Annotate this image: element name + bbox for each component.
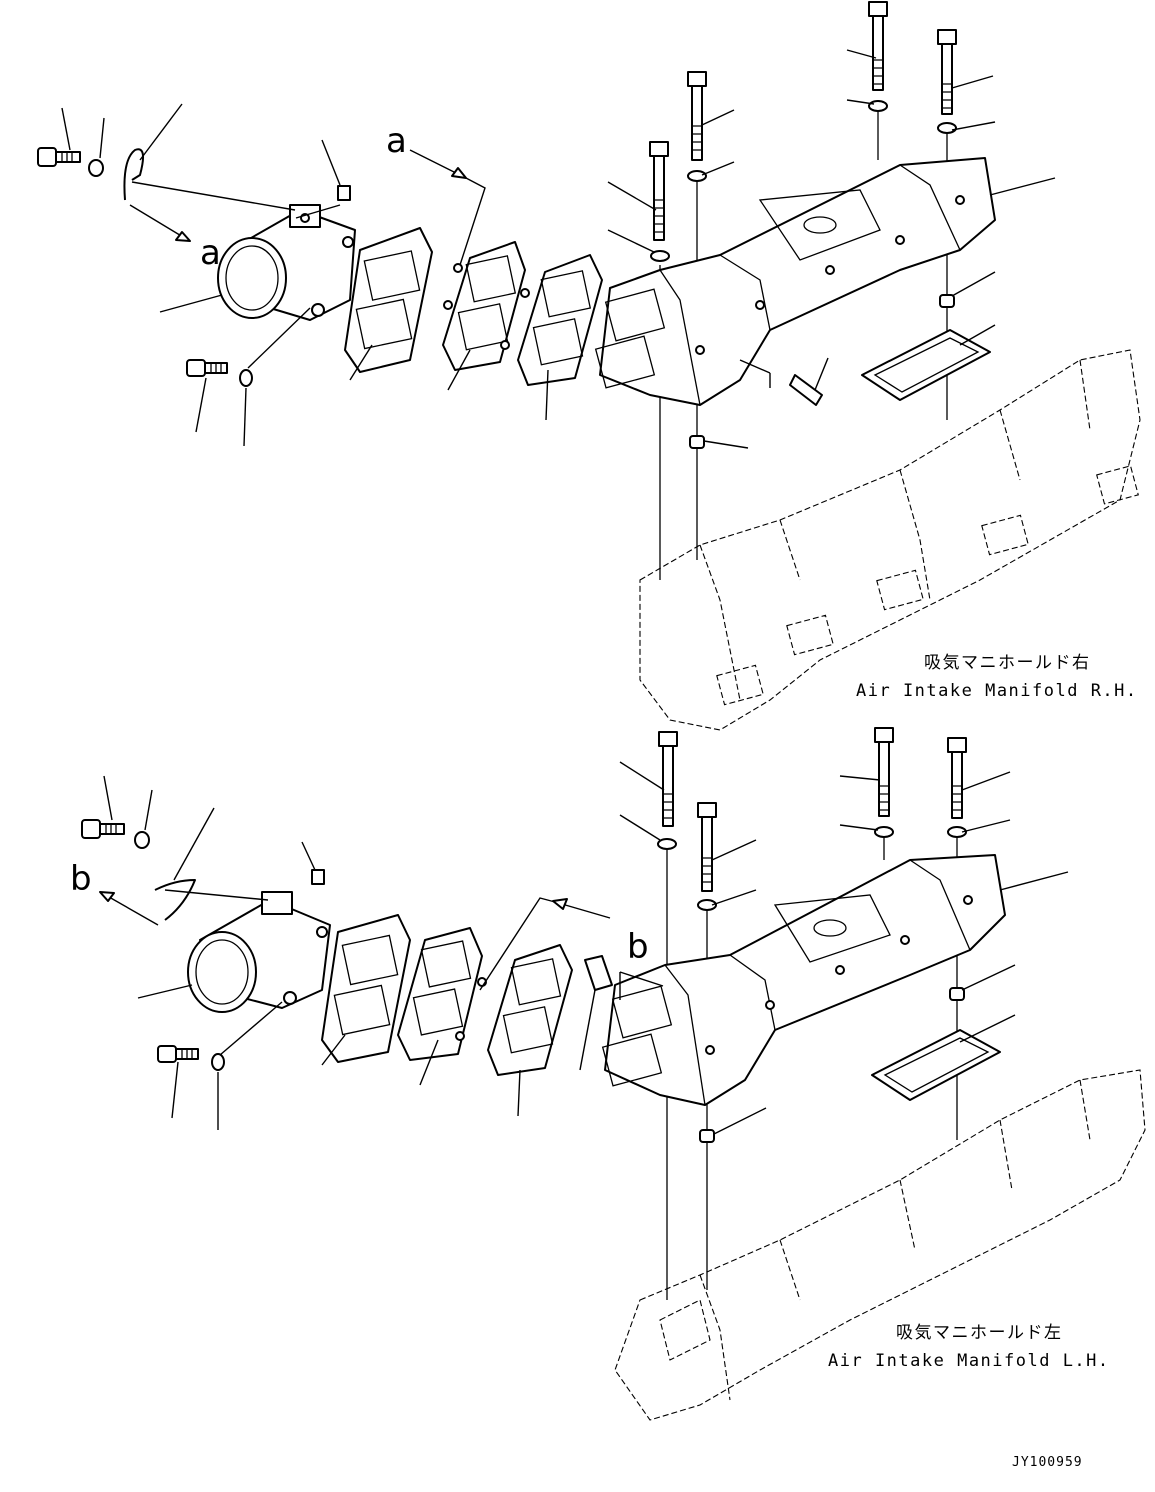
manifold-cover-rh [594,157,996,406]
drawing-code: JY100959 [1012,1455,1083,1470]
bolt-short [186,359,228,377]
engine-manifold-lh-ghost [614,1069,1146,1421]
washer [697,899,717,911]
label-rh-en: Air Intake Manifold R.H. [856,681,1138,701]
inlet-elbow [187,891,331,1013]
bolt-long [947,737,967,819]
label-rh-jp: 吸気マニホールド右 [924,653,1091,673]
adapter-plate [442,241,530,371]
bolt-long [658,731,678,827]
upper-assembly-rh: a a 吸気マニホールド右 Air Intake Manifold R.H. [37,1,1141,731]
spacer [939,294,955,308]
cover-gasket [871,1029,1001,1101]
pipe-clip [154,879,196,921]
pipe-clip [123,148,145,201]
bolt-long [868,1,888,91]
ref-letter-a-top: a [386,121,407,161]
ref-letter-b-left: b [70,859,92,899]
washer [239,369,253,387]
washer [650,250,670,262]
gasket [517,254,603,386]
washer [947,826,967,838]
spacer [689,435,705,449]
ref-letter-b-right: b [627,927,649,967]
washer [134,831,150,849]
manifold-cover-lh [601,854,1006,1106]
engine-manifold-rh-ghost [639,349,1141,731]
label-lh-jp: 吸気マニホールド左 [896,1323,1063,1343]
spacer [699,1129,715,1143]
bolt-short [157,1045,199,1063]
leader-lines-lower [99,761,1069,1135]
washer [211,1053,225,1071]
gasket [321,914,411,1063]
label-lh-en: Air Intake Manifold L.H. [828,1351,1110,1371]
spacer [949,987,965,1001]
nut [311,869,325,885]
gasket [487,944,573,1076]
washer [687,170,707,182]
dowel-pin [584,955,613,991]
ref-letter-a-left: a [200,233,221,273]
bolt-short [37,147,81,167]
washer [657,838,677,850]
washer [88,159,104,177]
bolt-long [687,71,707,161]
bolt-short [81,819,125,839]
lower-assembly-lh: b b 吸気マニホールド左 Air Intake Manifold L.H. [70,727,1146,1421]
bolt-long [874,727,894,817]
bolt-long [697,802,717,892]
washer [868,100,888,112]
adapter-plate [397,927,487,1061]
inlet-elbow [217,204,356,321]
washer [937,122,957,134]
washer [874,826,894,838]
cover-gasket [861,329,991,401]
bolt-long [937,29,957,115]
leader-lines-upper [61,49,1056,449]
nut [337,185,351,201]
gasket [344,227,433,373]
dowel-pin [789,374,823,406]
bolt-long [649,141,669,241]
